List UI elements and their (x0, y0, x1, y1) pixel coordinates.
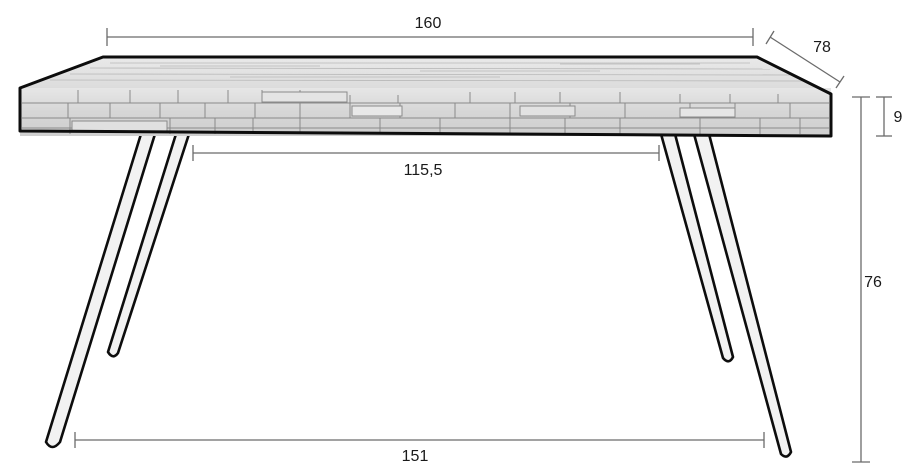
dimension-label-total-height: 76 (864, 274, 882, 291)
table-legs (44, 132, 793, 458)
table-top-outline (18, 55, 833, 138)
leg-back-left (106, 132, 191, 358)
dimension-label-floor-leg-span: 151 (402, 448, 429, 465)
dimension-label-top-thickness: 9 (894, 109, 903, 126)
dimension-total-height: 76 (852, 96, 882, 463)
dimension-top-thickness: 9 (876, 96, 903, 137)
dimension-label-top-length: 160 (415, 15, 442, 32)
dimension-top-depth: 78 (765, 30, 845, 89)
dimension-floor-leg-span: 151 (74, 432, 765, 465)
table-top-surface (20, 57, 831, 96)
wood-grain (49, 62, 806, 82)
leg-front-left (44, 132, 157, 449)
plank-pattern (22, 90, 829, 134)
dimension-inner-leg-span: 115,5 (192, 145, 660, 179)
dimension-top-length: 160 (106, 15, 754, 46)
dimension-label-top-depth: 78 (813, 39, 831, 56)
dimension-label-inner-leg-span: 115,5 (404, 162, 443, 179)
leg-back-right (659, 132, 735, 363)
table-top (18, 55, 833, 138)
leg-front-right (692, 132, 793, 458)
